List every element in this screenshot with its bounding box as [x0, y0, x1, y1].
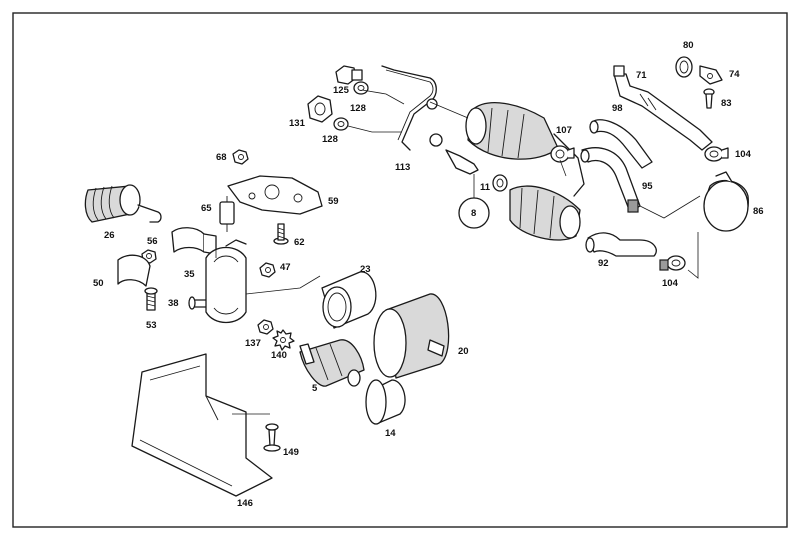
part-92-hose: [585, 232, 657, 257]
label-65: 65: [201, 203, 212, 214]
part-98-hose: [589, 119, 653, 169]
part-95-hose: [580, 147, 641, 213]
label-107: 107: [556, 125, 572, 136]
label-104-lower: 104: [662, 278, 679, 289]
part-86-reservoir: [703, 171, 749, 232]
label-149: 149: [283, 447, 299, 458]
part-107-clamp: [550, 145, 575, 163]
part-8-fitting: [445, 149, 490, 229]
label-74: 74: [729, 69, 740, 80]
label-11: 11: [480, 182, 491, 193]
clamp-bracket: [205, 239, 247, 324]
part-80-ring: [675, 56, 693, 78]
label-8: 8: [471, 208, 476, 219]
label-68: 68: [216, 152, 227, 163]
label-140: 140: [271, 350, 287, 361]
part-131-nut: [307, 95, 333, 123]
label-26: 26: [104, 230, 115, 241]
label-23: 23: [360, 264, 371, 275]
part-128-washer-lower: [333, 117, 349, 131]
label-104-upper: 104: [735, 149, 752, 160]
part-146-cover: [131, 353, 273, 497]
label-47: 47: [280, 262, 291, 273]
callout-labels: 5 8 11 14 20 23 26 35 38 47 50 53 56 59 …: [93, 40, 764, 509]
part-50-bracket: [117, 254, 151, 287]
label-56: 56: [147, 236, 158, 247]
label-80: 80: [683, 40, 694, 51]
part-11-washer: [492, 174, 508, 192]
label-128-lower: 128: [322, 134, 338, 145]
label-20: 20: [458, 346, 469, 357]
part-71-hose: [613, 65, 713, 151]
part-35-bracket: [171, 227, 217, 255]
label-92: 92: [598, 258, 609, 269]
part-62-screw: [273, 223, 289, 245]
part-5-fuel-pump: [299, 339, 365, 387]
leader-lines: [215, 89, 701, 415]
label-83: 83: [721, 98, 732, 109]
label-35: 35: [184, 269, 195, 280]
label-113: 113: [395, 162, 410, 173]
part-14-sleeve: [365, 379, 406, 425]
part-26-damper: [84, 184, 162, 223]
diagram-frame: [12, 12, 788, 528]
label-5: 5: [312, 383, 318, 394]
part-140-washer: [272, 329, 295, 351]
part-149-screw: [263, 423, 281, 452]
label-128-upper: 128: [350, 103, 366, 114]
part-104-clamp-lower: [659, 255, 686, 271]
part-59-plate: [227, 175, 323, 215]
label-137: 137: [245, 338, 261, 349]
part-47-nut: [259, 262, 276, 278]
part-38-bolt: [188, 296, 209, 310]
label-125: 125: [333, 85, 350, 96]
label-146: 146: [237, 498, 253, 509]
part-137-nut: [257, 319, 274, 335]
part-23-sleeve: [321, 271, 377, 329]
part-83-screw: [703, 88, 715, 109]
label-98: 98: [612, 103, 623, 114]
label-53: 53: [146, 320, 157, 331]
part-20-filter: [373, 293, 450, 379]
part-68-nut: [232, 149, 249, 165]
label-62: 62: [294, 237, 305, 248]
label-14: 14: [385, 428, 396, 439]
label-50: 50: [93, 278, 104, 289]
part-113-pipe: [381, 65, 443, 151]
part-104-clamp-upper: [704, 146, 729, 162]
part-128-washer-upper: [353, 81, 369, 95]
label-95: 95: [642, 181, 653, 192]
label-71: 71: [636, 70, 647, 81]
label-38: 38: [168, 298, 179, 309]
label-131: 131: [289, 118, 306, 129]
part-74-clip: [699, 65, 723, 85]
label-59: 59: [328, 196, 339, 207]
part-125-fitting: [335, 65, 363, 85]
accumulator-lower: [509, 185, 581, 241]
part-65-valve: [219, 196, 235, 232]
label-86: 86: [753, 206, 764, 217]
part-53-bolt: [144, 287, 158, 311]
